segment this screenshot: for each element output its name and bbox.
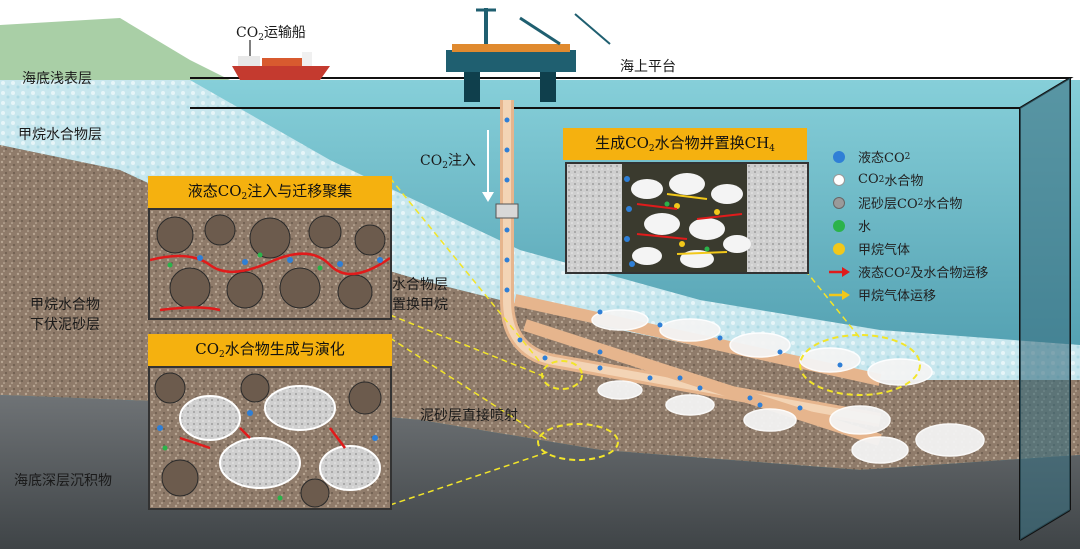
ship-icon (232, 40, 330, 80)
layer-label-shallow: 海底浅表层 (22, 71, 92, 87)
layer-label-underlying: 甲烷水合物 下伏泥砂层 (30, 297, 100, 333)
inset-hydrate-formation-title: CO2水合物生成与演化 (148, 334, 392, 366)
co2-droplets (504, 117, 843, 411)
legend-item-water: 水 (828, 214, 1038, 237)
inset-hydrate-replacement (565, 162, 809, 274)
replacement-zone-ellipse (799, 334, 921, 396)
injection-label: CO2注入 (420, 153, 476, 171)
box-right-face (1020, 78, 1070, 540)
liquid-co2-dot-icon (833, 150, 845, 163)
legend-item-methane-migration: 甲烷气体运移 (828, 283, 1038, 306)
leader-lines (389, 177, 861, 506)
offshore-platform-icon (446, 8, 611, 102)
inset-hydrate-replacement-graphic (567, 164, 807, 272)
yellow-arrow-icon (829, 289, 850, 300)
water-dot-icon (833, 219, 845, 232)
hydrate-blobs (591, 309, 985, 464)
inset-injection-migration (148, 208, 392, 320)
layer-label-methane-hydrate: 甲烷水合物层 (18, 127, 102, 143)
methane-gas-dot-icon (833, 242, 845, 255)
sand-co2-hydrate-dot-icon (833, 196, 845, 209)
platform-label: 海上平台 (620, 59, 676, 75)
injection-arrowhead (482, 192, 494, 202)
methane-hydrate-layer (0, 80, 1080, 380)
layer-label-deep: 海底深层沉积物 (14, 473, 112, 489)
ship-label: CO2运输船 (236, 25, 306, 43)
injection-zone-ellipse-2 (537, 423, 619, 461)
callout-direct-injection: 泥砂层直接喷射 (420, 408, 518, 424)
inset-hydrate-replacement-title: 生成CO2水合物并置换CH4 (563, 128, 807, 160)
legend-item-methane-gas: 甲烷气体 (828, 237, 1038, 260)
shallow-seabed-layer (0, 18, 230, 80)
callout-hydrate-replace: 水合物层 置换甲烷 (392, 277, 448, 313)
inset-hydrate-formation-graphic (150, 368, 390, 508)
inset-injection-migration-title: 液态CO2注入与迁移聚集 (148, 176, 392, 208)
inset-injection-migration-graphic (150, 210, 390, 318)
co2-hydrate-dot-icon (833, 173, 845, 186)
red-arrow-icon (829, 266, 850, 277)
inset-hydrate-formation (148, 366, 392, 510)
